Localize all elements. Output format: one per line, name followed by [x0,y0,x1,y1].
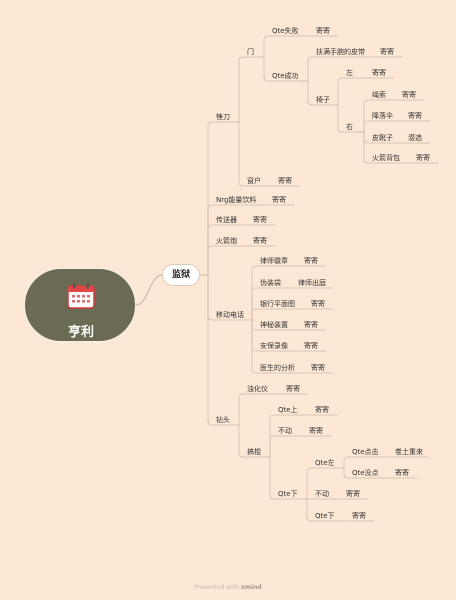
node-n6[interactable]: 扶满手腕的皮带 [316,48,365,56]
node-n26[interactable]: 火箭炮 [216,237,237,245]
node-n8[interactable]: 椅子 [316,96,330,104]
connector [341,456,350,469]
connector [304,498,313,522]
connector [251,319,258,331]
node-n1[interactable]: 锉刀 [216,113,230,121]
connector [135,274,163,306]
connector [336,77,344,106]
connector [200,204,214,276]
node-n42[interactable]: 浊化仪 [247,385,268,393]
connector [200,224,214,276]
node-n40[interactable]: 寄寄 [311,364,325,372]
node-n38[interactable]: 寄寄 [304,342,318,350]
node-n30[interactable]: 寄寄 [304,257,318,265]
node-n2[interactable]: 门 [247,48,254,56]
node-n31[interactable]: 伪装袋 [260,279,281,287]
node-n28[interactable]: 移动电话 [216,311,244,319]
connector [304,467,313,500]
node-n41[interactable]: 钻头 [216,416,230,424]
connector [200,274,214,426]
node-n50[interactable]: Qte左 [315,459,335,467]
node-n11[interactable]: 右 [346,123,353,131]
node-n53[interactable]: Qte没点 [352,469,379,477]
node-n39[interactable]: 医生的分析 [260,364,295,372]
node-n25[interactable]: 寄寄 [253,216,267,224]
connector [358,131,370,164]
root-title: 亨利 [67,325,94,340]
node-n21[interactable]: 寄寄 [278,177,292,185]
connector [236,393,245,426]
node-n44[interactable]: 搞棍 [247,448,261,456]
connector [302,80,314,106]
node-n43[interactable]: 寄寄 [286,385,300,393]
connector [236,56,245,123]
node-n36[interactable]: 寄寄 [304,321,318,329]
node-n47[interactable]: 不动 [278,427,292,435]
node-n23[interactable]: 寄寄 [272,196,286,204]
node-n27[interactable]: 寄寄 [253,237,267,245]
connector [200,245,214,276]
connector [259,56,270,82]
connector [236,424,245,458]
node-n37[interactable]: 安保录像 [260,342,288,350]
connector [251,287,258,321]
node-n54[interactable]: 寄寄 [395,469,409,477]
node-n17[interactable]: 潜选 [408,134,422,142]
main-topic[interactable]: 监狱 [162,264,200,286]
connector [267,414,276,458]
connector [267,456,276,500]
connector [236,121,245,187]
calendar-icon [67,283,95,309]
node-n10[interactable]: 寄寄 [372,69,386,77]
node-n18[interactable]: 火箭背包 [372,154,400,162]
footer: Presented with xmind [0,584,456,591]
connector [251,319,258,374]
node-n4[interactable]: 寄寄 [316,27,330,35]
connector [251,265,258,321]
connector [336,104,344,133]
node-n56[interactable]: 寄寄 [346,490,360,498]
node-n9[interactable]: 左 [346,69,353,77]
root-topic[interactable]: 亨利 [24,268,136,342]
node-n3[interactable]: Qte失败 [272,27,299,35]
connector [302,56,314,82]
node-n13[interactable]: 寄寄 [402,91,416,99]
node-n45[interactable]: Qte上 [278,406,298,414]
node-n32[interactable]: 律师出庭 [298,279,326,287]
node-n12[interactable]: 绳索 [372,91,386,99]
node-n58[interactable]: 寄寄 [352,512,366,520]
node-n52[interactable]: 卷土重来 [395,448,423,456]
connector [267,435,276,458]
node-n7[interactable]: 寄寄 [380,48,394,56]
connector [200,274,214,321]
node-n48[interactable]: 寄寄 [309,427,323,435]
connector [251,308,258,321]
node-n55[interactable]: 不动 [315,490,329,498]
node-n19[interactable]: 寄寄 [416,154,430,162]
node-n46[interactable]: 寄寄 [315,406,329,414]
node-n33[interactable]: 银行平面图 [260,300,295,308]
connector [251,319,258,352]
node-n22[interactable]: Nrg能量饮料 [216,196,257,204]
node-n24[interactable]: 传送器 [216,216,237,224]
connector [358,99,370,133]
connector [200,121,214,276]
node-n16[interactable]: 皮靴子 [372,134,393,142]
node-n49[interactable]: Qte下 [278,490,298,498]
footer-brand: xmind [240,584,262,591]
node-n5[interactable]: Qte成功 [272,72,299,80]
node-n34[interactable]: 寄寄 [311,300,325,308]
node-n57[interactable]: Qte下 [315,512,335,520]
node-n14[interactable]: 降落伞 [372,112,393,120]
node-n51[interactable]: Qte点击 [352,448,379,456]
node-n29[interactable]: 律师徽章 [260,257,288,265]
node-n15[interactable]: 寄寄 [408,112,422,120]
connector [358,120,370,133]
connector [341,467,350,479]
node-n35[interactable]: 神秘装置 [260,321,288,329]
connector [259,35,270,58]
footer-prefix: Presented with [194,584,239,591]
node-n20[interactable]: 窗户 [247,177,261,185]
